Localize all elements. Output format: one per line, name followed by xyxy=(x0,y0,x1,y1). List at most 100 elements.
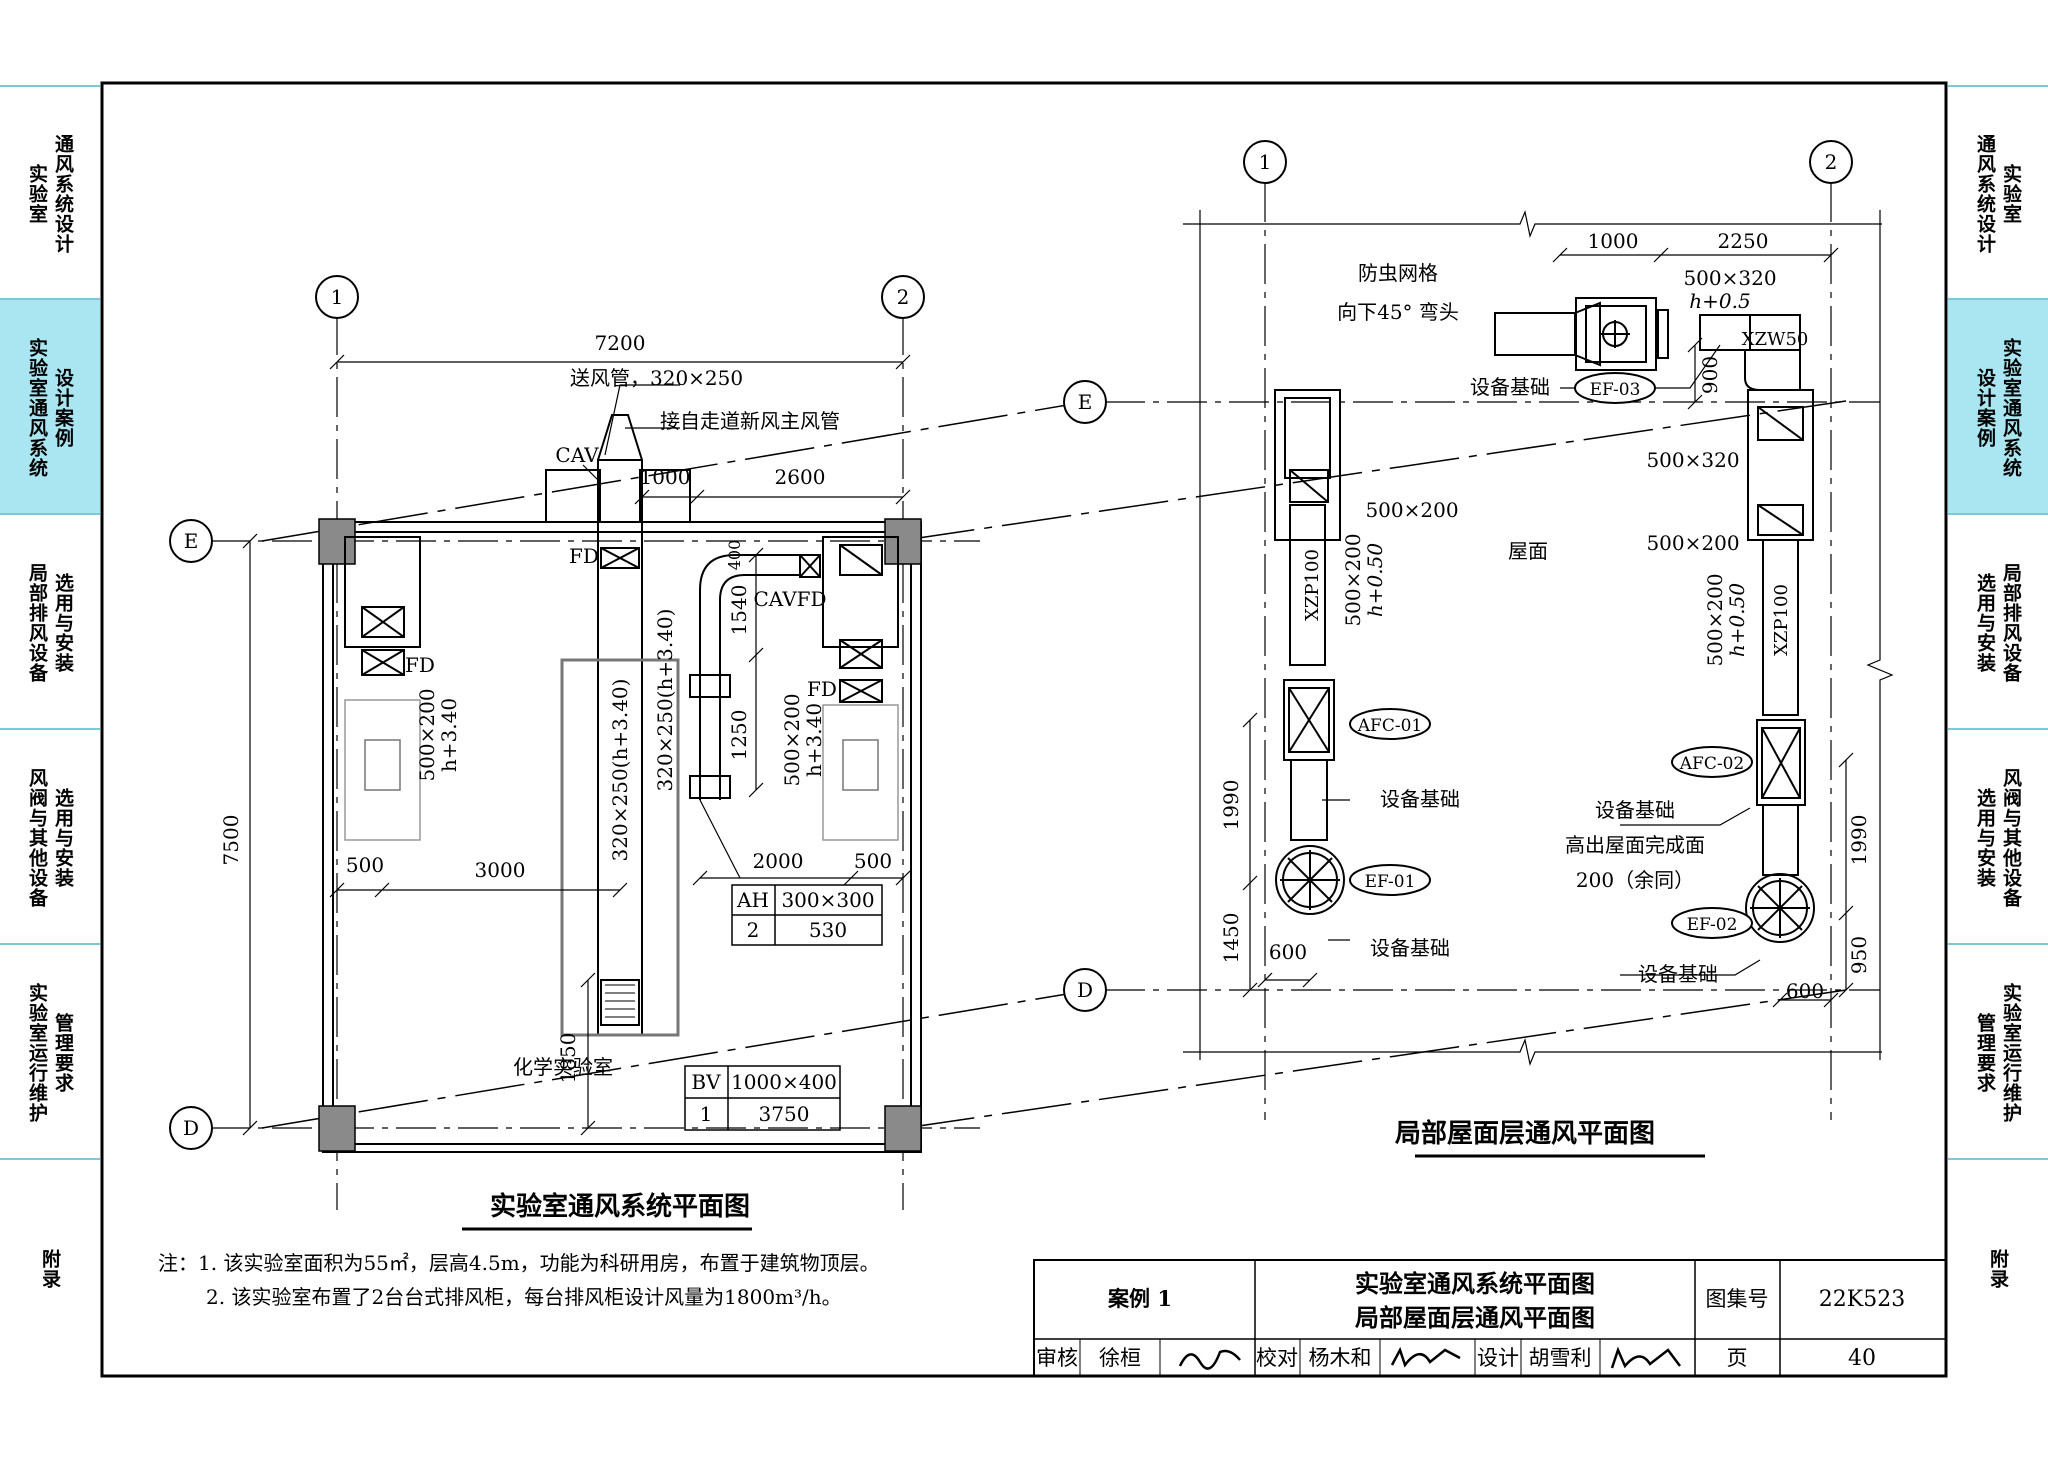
sidebar-item-label: 实验室通风系统 xyxy=(2000,337,2022,478)
sheet-title-1: 实验室通风系统平面图 xyxy=(1355,1269,1595,1298)
table-cell: 1 xyxy=(700,1102,713,1126)
sidebar-item-cases[interactable]: 设计案例实验室通风系统 xyxy=(1948,298,2048,515)
table-cell: BV xyxy=(691,1070,721,1094)
table-cell: 530 xyxy=(809,918,847,942)
axis-label: E xyxy=(1078,390,1093,414)
equipment-tag: AFC-01 xyxy=(1357,716,1422,736)
note-line-1: 注：1. 该实验室面积为55㎡，层高4.5m，功能为科研用房，布置于建筑物顶层。 xyxy=(158,1251,880,1275)
duct-elev-label: h+0.5 xyxy=(1689,289,1750,313)
elbow-label: 向下45° 弯头 xyxy=(1337,300,1459,324)
projection-lines xyxy=(261,400,1847,1129)
base-note: 高出屋面完成面 xyxy=(1565,833,1705,857)
axis-label: D xyxy=(183,1116,199,1140)
duct-size-label: 500×320 xyxy=(1683,266,1776,290)
sidebar-item-label: 管理要求 xyxy=(52,1012,74,1093)
equipment-tag: XZP100 xyxy=(1302,549,1323,621)
base-note: 200（余同） xyxy=(1576,868,1694,892)
right-plan-title: 局部屋面层通风平面图 xyxy=(1395,1119,1655,1149)
duct-size-label: 500×200 xyxy=(1341,533,1365,626)
sidebar-item-label: 实验室 xyxy=(2000,163,2022,224)
dimension-label: 1000 xyxy=(640,465,691,489)
dimension-label: 1990 xyxy=(1219,780,1243,831)
sidebar-item-dampers[interactable]: 选用与安装风阀与其他设备 xyxy=(1948,728,2048,945)
duct-size-label: 500×200 xyxy=(415,688,439,781)
base-note: 设备基础 xyxy=(1595,798,1675,822)
case-label: 案例 1 xyxy=(1107,1286,1172,1311)
sidebar-item-label: 设计案例 xyxy=(52,367,74,448)
sidebar-item-label: 附录 xyxy=(39,1248,61,1289)
sidebar-item-appendix[interactable]: 附录 xyxy=(1948,1158,2048,1377)
dimension-label: 900 xyxy=(1698,356,1722,394)
roof-label: 屋面 xyxy=(1508,539,1548,563)
equipment-tag: XZW50 xyxy=(1742,329,1809,350)
dimension-label: 1450 xyxy=(1219,913,1243,964)
sidebar-item-label: 通风系统设计 xyxy=(52,133,74,254)
base-label: 设备基础 xyxy=(1470,375,1550,399)
sidebar-item-label: 设计案例 xyxy=(1974,367,1996,448)
sidebar-item-dampers[interactable]: 风阀与其他设备选用与安装 xyxy=(0,728,100,945)
dimension-label: 3000 xyxy=(475,858,526,882)
atlas-number: 22K523 xyxy=(1819,1287,1905,1312)
sidebar-item-exhaust[interactable]: 局部排风设备选用与安装 xyxy=(0,513,100,730)
duct-size-label: 500×200 xyxy=(1703,573,1727,666)
cav-label: CAV xyxy=(555,443,599,467)
supply-from-label: 接自走道新风主风管 xyxy=(660,409,840,433)
sidebar-item-cases[interactable]: 实验室通风系统设计案例 xyxy=(0,298,100,515)
cavfd-label: CAVFD xyxy=(753,587,826,611)
fd-label: FD xyxy=(405,653,435,677)
dimension-label: 1990 xyxy=(1847,815,1871,866)
sidebar-item-label: 风阀与其他设备 xyxy=(26,767,48,908)
sidebar-item-exhaust[interactable]: 选用与安装局部排风设备 xyxy=(1948,513,2048,730)
dimension-label: 400 xyxy=(725,540,744,571)
sidebar-item-label: 实验室运行维护 xyxy=(26,982,48,1123)
base-label: 设备基础 xyxy=(1370,936,1450,960)
fd-label: FD xyxy=(807,677,837,701)
review-label: 审核 xyxy=(1036,1346,1078,1370)
right-sidebar: 通风系统设计实验室 设计案例实验室通风系统 选用与安装局部排风设备 选用与安装风… xyxy=(1948,85,2048,1375)
title-block xyxy=(1033,1259,1947,1377)
sidebar-item-label: 局部排风设备 xyxy=(26,562,48,683)
axis-label: 1 xyxy=(1259,150,1272,174)
dimension-label: 1540 xyxy=(727,585,751,636)
main-duct-label: 320×250(h+3.40) xyxy=(608,679,632,862)
sidebar-item-label: 局部排风设备 xyxy=(2000,562,2022,683)
sidebar-item-label: 管理要求 xyxy=(1974,1012,1996,1093)
note-line-2: 2. 该实验室布置了2台台式排风柜，每台排风柜设计风量为1800m³/h。 xyxy=(206,1285,842,1309)
dimension-label: 600 xyxy=(1269,940,1307,964)
dimension-label: 600 xyxy=(1786,979,1824,1003)
axis-label: 1 xyxy=(331,285,344,309)
duct-size-label: 500×200 xyxy=(780,693,804,786)
dimension-label: 500 xyxy=(854,849,892,873)
sidebar-item-design[interactable]: 实验室通风系统设计 xyxy=(0,85,100,300)
sidebar-item-label: 选用与安装 xyxy=(1974,572,1996,673)
sidebar-item-label: 通风系统设计 xyxy=(1974,133,1996,254)
page-number: 40 xyxy=(1848,1346,1876,1371)
table-cell: 3750 xyxy=(759,1102,810,1126)
sidebar-item-appendix[interactable]: 附录 xyxy=(0,1158,100,1377)
designer-name: 胡雪利 xyxy=(1529,1346,1592,1370)
duct-elev-label: h+0.50 xyxy=(1363,543,1387,617)
equipment-tag: EF-01 xyxy=(1365,872,1416,892)
left-sidebar: 实验室通风系统设计 实验室通风系统设计案例 局部排风设备选用与安装 风阀与其他设… xyxy=(0,85,100,1375)
dimension-label: 2600 xyxy=(775,465,826,489)
sidebar-item-label: 实验室 xyxy=(26,163,48,224)
table-cell: 300×300 xyxy=(781,888,874,912)
sidebar-item-label: 实验室通风系统 xyxy=(26,337,48,478)
duct-elev-label: h+3.40 xyxy=(437,698,461,772)
equipment-tag: EF-02 xyxy=(1687,915,1738,935)
duct-size-label: 500×200 xyxy=(1365,498,1458,522)
dimension-label: 950 xyxy=(1847,936,1871,974)
table-cell: 2 xyxy=(747,918,760,942)
sheet-border xyxy=(100,81,1948,1378)
sidebar-item-maintenance[interactable]: 实验室运行维护管理要求 xyxy=(0,943,100,1160)
dimension-label: 1850 xyxy=(556,1033,580,1084)
right-plan xyxy=(1063,140,1894,1120)
sidebar-item-maintenance[interactable]: 管理要求实验室运行维护 xyxy=(1948,943,2048,1160)
axis-label: 2 xyxy=(897,285,910,309)
dimension-label: 7200 xyxy=(595,331,646,355)
equipment-tag: XZP100 xyxy=(1771,584,1792,656)
sidebar-item-design[interactable]: 通风系统设计实验室 xyxy=(1948,85,2048,300)
axis-label: 2 xyxy=(1825,150,1838,174)
dimension-label: 1000 xyxy=(1588,229,1639,253)
